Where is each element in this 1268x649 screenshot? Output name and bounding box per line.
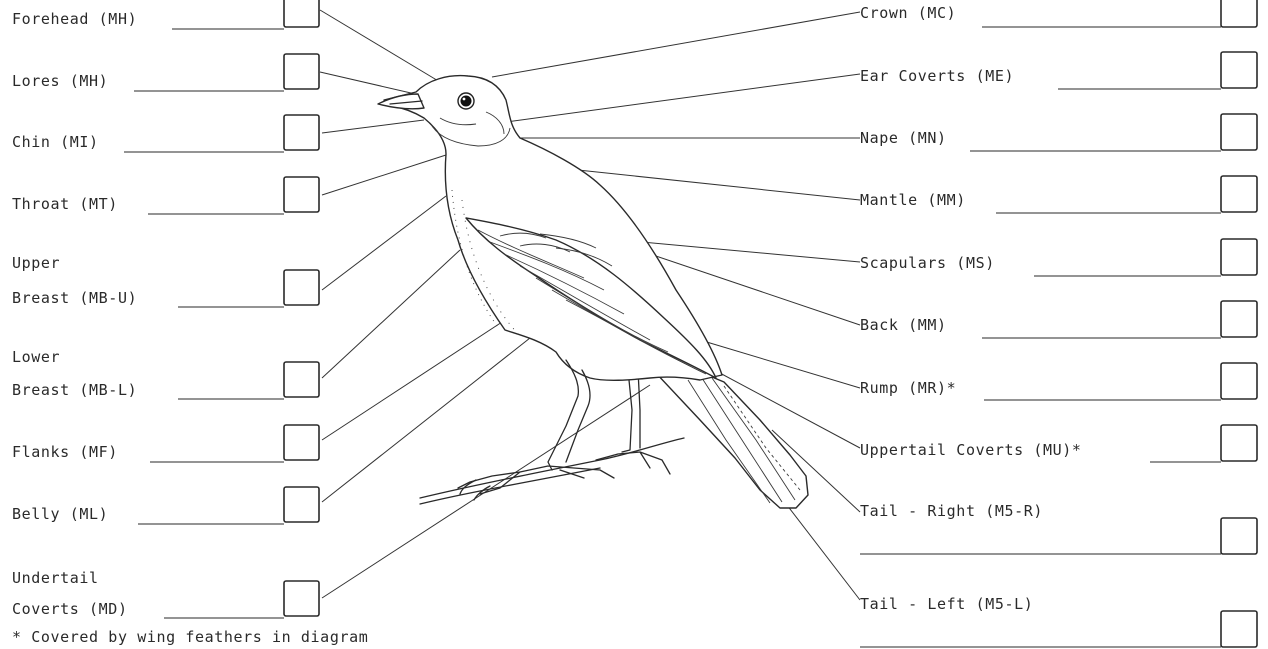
field-label: Belly (ML) (12, 505, 108, 523)
field-throat: Throat (MT) (12, 177, 319, 214)
leader-forehead (320, 10, 440, 82)
field-back: Back (MM) (860, 301, 1257, 338)
field-label-line1: Lower (12, 348, 60, 366)
bird-illustration (378, 76, 808, 508)
checkbox[interactable] (1221, 363, 1257, 399)
checkbox[interactable] (284, 487, 319, 522)
field-label: Nape (MN) (860, 129, 947, 147)
field-chin: Chin (MI) (12, 115, 319, 152)
leader-lores (320, 72, 424, 96)
field-label-line2: Breast (MB-U) (12, 289, 137, 307)
checkbox[interactable] (284, 425, 319, 460)
checkbox[interactable] (284, 0, 319, 27)
field-tail-right: Tail - Right (M5-R) (860, 502, 1257, 554)
leader-throat (322, 155, 446, 195)
leader-rump (700, 340, 860, 388)
field-label-line2: Coverts (MD) (12, 600, 128, 618)
checkbox[interactable] (284, 581, 319, 616)
field-label: Ear Coverts (ME) (860, 67, 1014, 85)
bird-leg-front (548, 360, 590, 470)
field-rump: Rump (MR)* (860, 363, 1257, 400)
field-belly: Belly (ML) (12, 487, 319, 524)
field-label: Scapulars (MS) (860, 254, 995, 272)
bird-perch-branch (420, 438, 684, 498)
field-label: Back (MM) (860, 316, 947, 334)
leader-chin (322, 120, 424, 133)
field-label: Chin (MI) (12, 133, 99, 151)
field-scapulars: Scapulars (MS) (860, 239, 1257, 276)
field-nape: Nape (MN) (860, 114, 1257, 151)
field-mantle: Mantle (MM) (860, 176, 1257, 213)
field-upper-breast: Upper Breast (MB-U) (12, 254, 319, 307)
checkbox[interactable] (1221, 611, 1257, 647)
field-label: Uppertail Coverts (MU)* (860, 441, 1082, 459)
checkbox[interactable] (284, 54, 319, 89)
checkbox[interactable] (284, 115, 319, 150)
leader-crown (492, 12, 860, 77)
field-tail-left: Tail - Left (M5-L) (860, 595, 1257, 647)
field-label: Throat (MT) (12, 195, 118, 213)
field-crown: Crown (MC) (860, 0, 1257, 27)
checkbox[interactable] (284, 362, 319, 397)
checkbox[interactable] (1221, 114, 1257, 150)
leader-mantle (578, 170, 860, 200)
field-label: Flanks (MF) (12, 443, 118, 461)
field-flanks: Flanks (MF) (12, 425, 319, 462)
checkbox[interactable] (1221, 176, 1257, 212)
field-uppertail-coverts: Uppertail Coverts (MU)* (860, 425, 1257, 462)
field-label: Rump (MR)* (860, 379, 956, 397)
leader-ear-coverts (506, 74, 860, 122)
checkbox[interactable] (1221, 518, 1257, 554)
field-label-line1: Upper (12, 254, 60, 272)
field-forehead: Forehead (MH) (12, 0, 319, 29)
checkbox[interactable] (1221, 425, 1257, 461)
leader-undertail-coverts (322, 385, 650, 598)
field-undertail-coverts: Undertail Coverts (MD) (12, 569, 319, 618)
leader-lower-breast (322, 250, 460, 378)
field-lower-breast: Lower Breast (MB-L) (12, 348, 319, 399)
field-label-line2: Breast (MB-L) (12, 381, 137, 399)
leader-flanks (322, 305, 528, 440)
field-lores: Lores (MH) (12, 54, 319, 91)
bird-leg-back (622, 370, 640, 452)
footnote: * Covered by wing feathers in diagram (12, 628, 368, 646)
field-label-line1: Undertail (12, 569, 99, 587)
leader-upper-breast (322, 196, 446, 290)
field-label: Tail - Right (M5-R) (860, 502, 1043, 520)
field-label: Crown (MC) (860, 4, 956, 22)
field-label: Tail - Left (M5-L) (860, 595, 1033, 613)
field-label: Forehead (MH) (12, 10, 137, 28)
left-fields: Forehead (MH) Lores (MH) Chin (MI) Throa… (12, 0, 368, 646)
checkbox[interactable] (284, 177, 319, 212)
checkbox[interactable] (1221, 52, 1257, 88)
checkbox[interactable] (1221, 301, 1257, 337)
right-fields: Crown (MC) Ear Coverts (ME) Nape (MN) Ma… (860, 0, 1257, 647)
checkbox[interactable] (284, 270, 319, 305)
field-label: Lores (MH) (12, 72, 108, 90)
field-ear-coverts: Ear Coverts (ME) (860, 52, 1257, 89)
field-label: Mantle (MM) (860, 191, 966, 209)
checkbox[interactable] (1221, 0, 1257, 27)
checkbox[interactable] (1221, 239, 1257, 275)
